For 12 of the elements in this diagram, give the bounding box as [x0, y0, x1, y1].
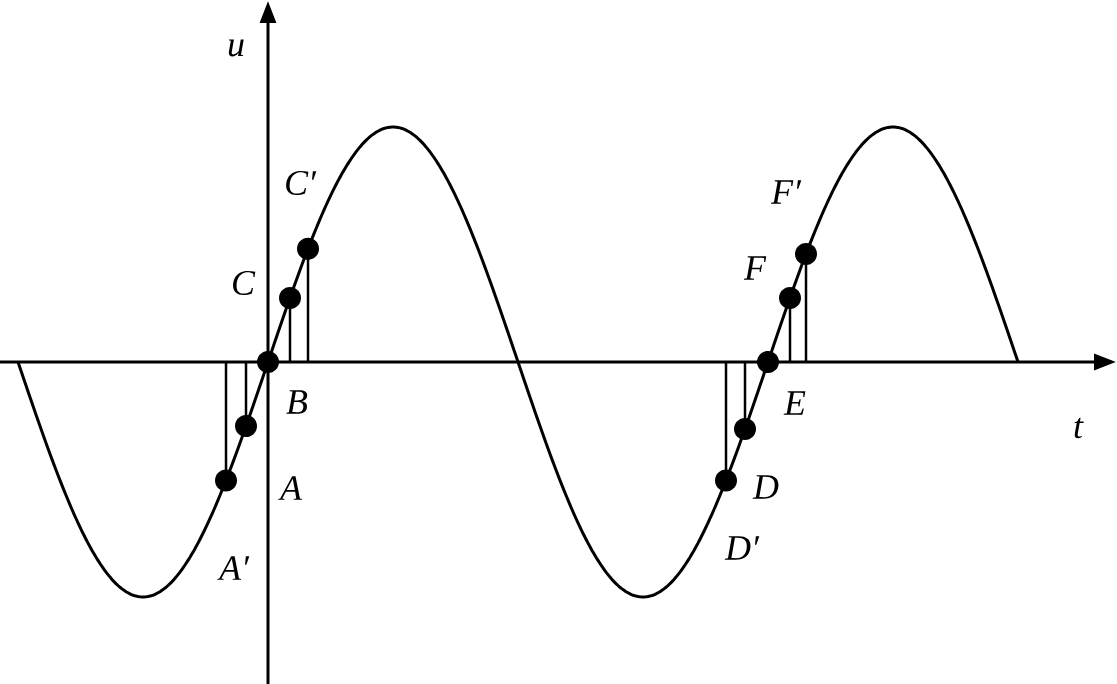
point-label: F′ — [770, 180, 802, 204]
point-label: D′ — [724, 536, 760, 560]
point-label: E — [783, 391, 806, 415]
point-label: C′ — [286, 170, 317, 196]
point-label: F — [743, 256, 767, 280]
axis-label: t — [1074, 417, 1084, 439]
point-label: D — [752, 475, 779, 499]
point-label: A′ — [217, 556, 250, 580]
point-label: A — [278, 476, 303, 500]
axis-label: u — [228, 39, 244, 57]
point-label: C — [233, 270, 256, 296]
point-label: B — [286, 390, 308, 414]
